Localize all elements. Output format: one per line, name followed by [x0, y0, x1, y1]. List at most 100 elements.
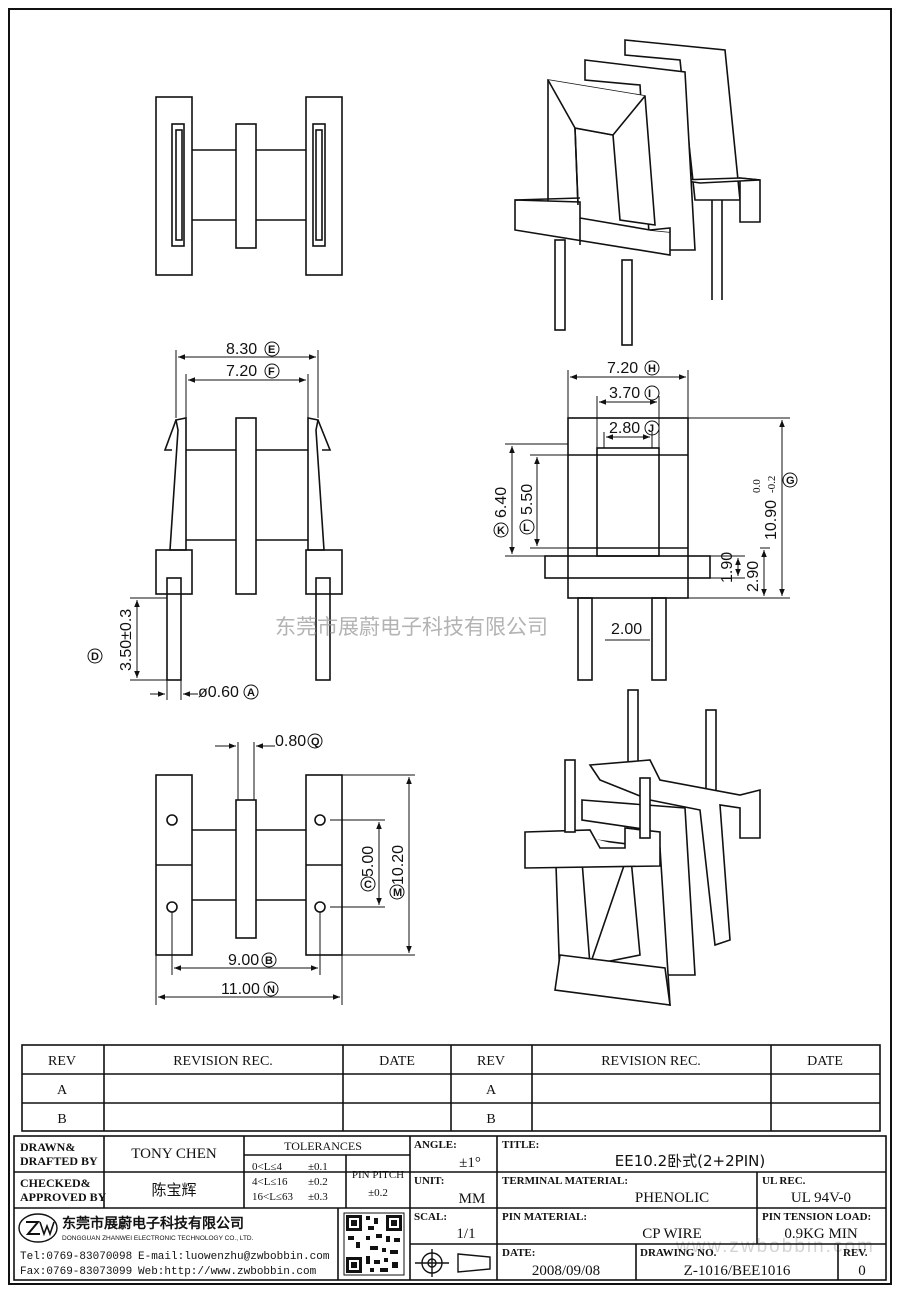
company-logo-icon [18, 1213, 58, 1243]
dim-900-text: 9.00 [228, 952, 259, 969]
dim-640-tag: K [497, 525, 505, 537]
dim-720-right-tag: H [648, 363, 656, 375]
date-label: DATE: [502, 1247, 535, 1259]
dim-640-text: 6.40 [493, 487, 510, 518]
title-cells: TITLE: EE10.2卧式(2+2PIN) TERMINAL MATERIA… [502, 1139, 871, 1279]
date-value: 2008/09/08 [532, 1263, 600, 1279]
rev-value: 0 [858, 1263, 866, 1279]
dim-830 [175, 350, 319, 418]
company-name-cn: 东莞市展蔚电子科技有限公司 [62, 1215, 244, 1232]
projection-symbol-icon [415, 1249, 491, 1277]
drawing-no-value: Z-1016/BEE1016 [684, 1263, 791, 1279]
dim-350 [130, 597, 198, 700]
revision-rec-header-1: REVISION REC. [173, 1054, 273, 1069]
angle-label: ANGLE: [414, 1139, 457, 1151]
unit-value: MM [459, 1191, 486, 1207]
tol-value-3: ±0.3 [308, 1191, 328, 1203]
dim-500-text: 5.00 [360, 846, 377, 877]
dim-1090-text: 10.90 [763, 500, 780, 540]
company-name-en: DONGGUAN ZHANWEI ELECTRONIC TECHNOLOGY C… [62, 1235, 254, 1242]
dim-080-tag: Q [311, 736, 320, 748]
drawn-label-1: DRAWN& [20, 1140, 75, 1154]
qr-code-icon [343, 1212, 405, 1276]
dim-1020-tag: M [393, 887, 402, 899]
revision-table [21, 1044, 881, 1132]
unit-label: UNIT: [414, 1175, 444, 1187]
rev-row-b-2: B [486, 1112, 495, 1127]
drawing-no-label: DRAWING NO. [640, 1247, 717, 1259]
dim-350-tag: D [91, 651, 99, 663]
checked-label-2: APPROVED BY [20, 1190, 107, 1204]
title-label: TITLE: [502, 1139, 539, 1151]
company-fax: Fax:0769-83073099 [20, 1266, 132, 1278]
rev-row-a-1: A [57, 1083, 68, 1098]
dim-1100-tag: N [267, 984, 275, 996]
scale-value: 1/1 [456, 1226, 475, 1242]
dim-550-tag: L [523, 522, 530, 534]
pin-pitch-value: ±0.2 [368, 1187, 388, 1199]
tolerances-cell: TOLERANCES 0<L≤4 ±0.1 4<L≤16 ±0.2 16<L≤6… [252, 1139, 404, 1203]
dim-720-right-text: 7.20 [607, 360, 638, 377]
dim-1090-tag: G [786, 475, 795, 487]
dim-830-tag: E [268, 344, 275, 356]
pin-pitch-label: PIN PITCH [352, 1169, 404, 1181]
tol-value-2: ±0.2 [308, 1176, 328, 1188]
dim-1090-tol-upper: 0.0 [751, 479, 763, 493]
dim-200-text: 2.00 [611, 621, 642, 638]
top-view-upper [155, 96, 343, 276]
dim-190-text: 1.90 [719, 552, 736, 583]
dim-bottom-left [155, 742, 415, 1005]
isometric-view-top [514, 39, 761, 346]
dim-500-tag: C [364, 879, 372, 891]
title-value: EE10.2卧式(2+2PIN) [615, 1152, 765, 1170]
company-web: Web:http://www.zwbobbin.com [138, 1266, 317, 1278]
watermark-text: 东莞市展蔚电子科技有限公司 [275, 615, 548, 639]
ul-rec-value: UL 94V-0 [791, 1190, 851, 1206]
tol-range-3: 16<L≤63 [252, 1191, 293, 1203]
rev-row-a-2: A [486, 1083, 497, 1098]
bottom-view-left [155, 774, 343, 956]
dim-720-left-tag: F [268, 366, 275, 378]
company-email: E-mail:luowenzhu@zwbobbin.com [138, 1251, 330, 1263]
terminal-material-label: TERMINAL MATERIAL: [502, 1175, 628, 1187]
front-view-left [155, 417, 343, 681]
dim-280-text: 2.80 [609, 420, 640, 437]
rev-row-b-1: B [57, 1112, 66, 1127]
scale-label: SCAL: [414, 1211, 447, 1223]
dim-060-tag: A [247, 687, 255, 699]
angle-value: ±1° [459, 1155, 481, 1171]
title-block-grid [13, 1135, 887, 1281]
dim-550-text: 5.50 [519, 484, 536, 515]
tol-value-1: ±0.1 [308, 1161, 328, 1173]
dim-350-text: 3.50±0.3 [118, 609, 135, 671]
pin-material-label: PIN MATERIAL: [502, 1211, 587, 1223]
watermark-url: www.zwbobbin.com [675, 1236, 875, 1257]
tol-range-2: 4<L≤16 [252, 1176, 288, 1188]
dim-side-right [505, 370, 790, 641]
revision-rec-header-2: REVISION REC. [601, 1054, 701, 1069]
pin-material-value: CP WIRE [642, 1226, 702, 1242]
dim-280-tag: J [648, 423, 654, 435]
dim-720-left-text: 7.20 [226, 363, 257, 380]
dim-830-text: 8.30 [226, 341, 257, 358]
rev-header-2: REV [477, 1054, 505, 1069]
angle-unit-scale-cells: ANGLE: ±1° UNIT: MM SCAL: 1/1 [414, 1139, 485, 1242]
ul-rec-label: UL REC. [762, 1175, 806, 1187]
drawn-value: TONY CHEN [131, 1146, 217, 1162]
date-header-2: DATE [807, 1054, 843, 1069]
drawn-label-2: DRAFTED BY [20, 1154, 98, 1168]
pin-tension-label: PIN TENSION LOAD: [762, 1211, 871, 1223]
drawn-by-cell: DRAWN& DRAFTED BY TONY CHEN CHECKED& APP… [20, 1140, 217, 1204]
dim-060-text: ø0.60 [198, 684, 239, 701]
date-header-1: DATE [379, 1054, 415, 1069]
tolerances-label: TOLERANCES [284, 1139, 362, 1153]
dim-370-text: 3.70 [609, 385, 640, 402]
rev-header-1: REV [48, 1054, 76, 1069]
dim-290-text: 2.90 [745, 561, 762, 592]
company-tel: Tel:0769-83070098 [20, 1251, 132, 1263]
drawing-border [8, 8, 892, 1285]
dim-1090-tol-lower: -0.2 [766, 476, 778, 493]
rev-label: REV. [843, 1247, 868, 1259]
dim-900-tag: B [265, 955, 273, 967]
